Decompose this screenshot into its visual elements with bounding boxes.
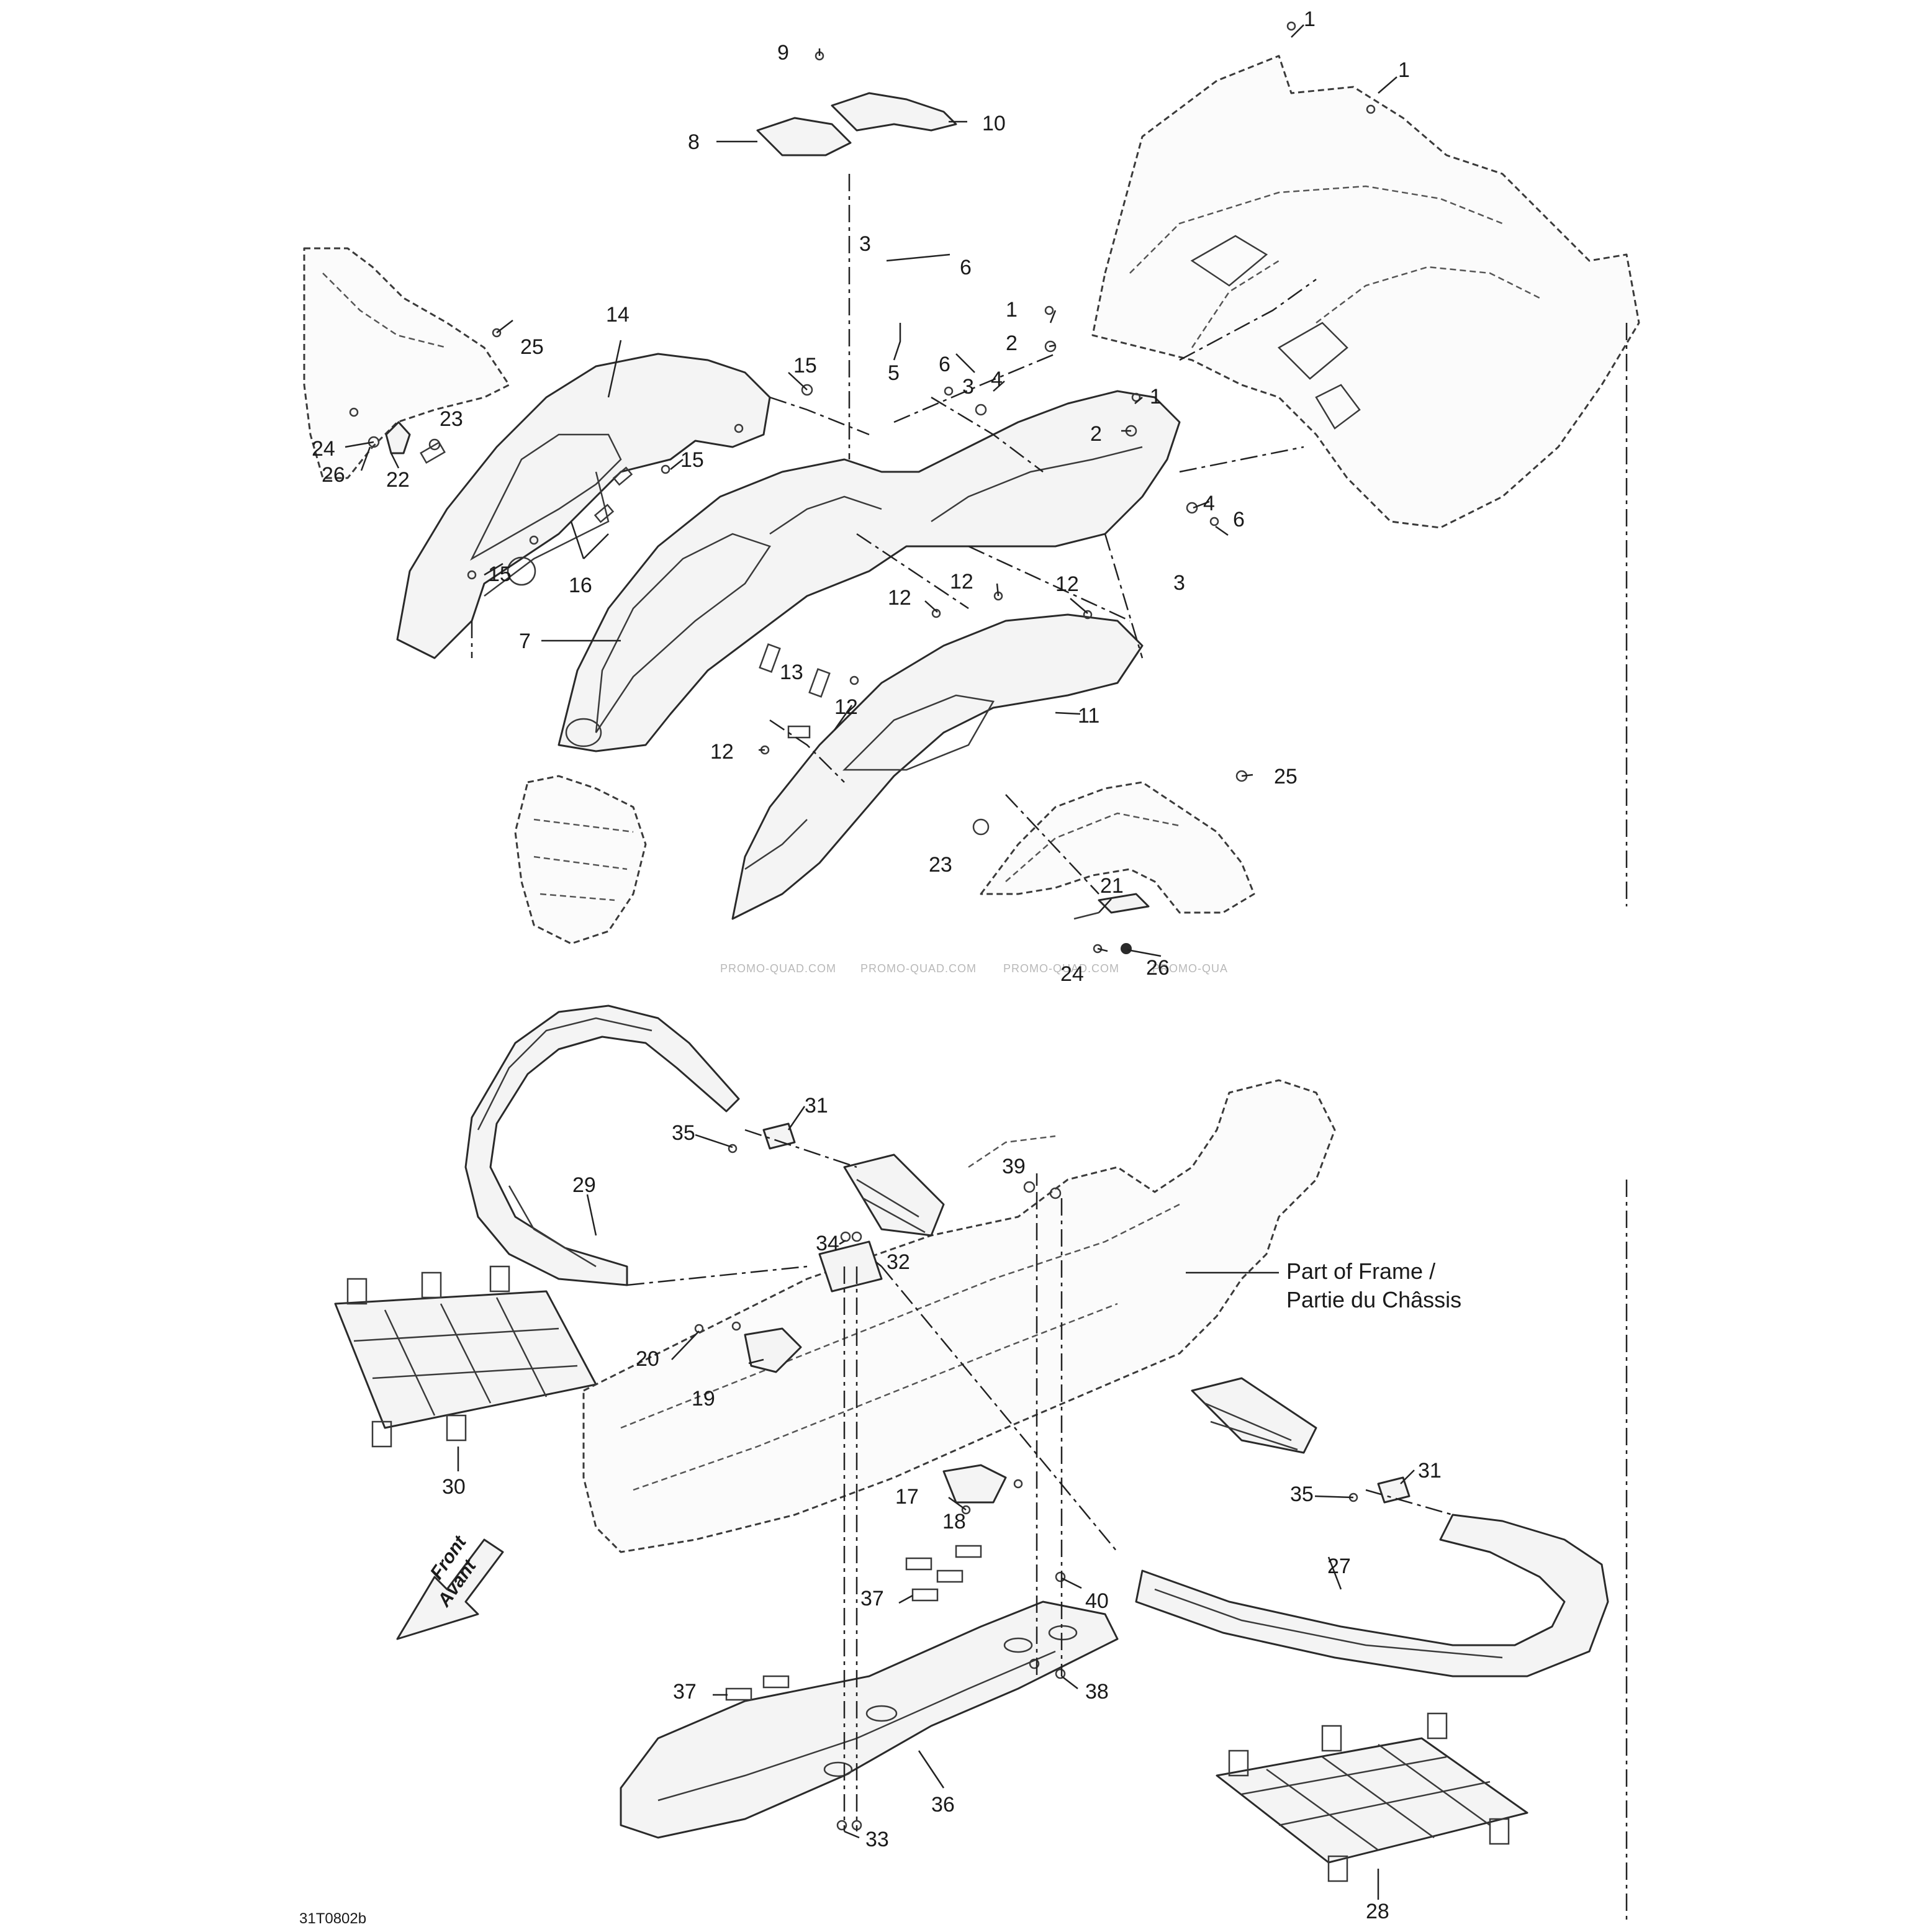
callout-label: 7 xyxy=(519,630,531,653)
callout-label: 20 xyxy=(636,1347,659,1371)
footrest-net-right xyxy=(1216,1712,1528,1882)
watermark: PROMO-QUAD.COM xyxy=(720,962,836,975)
callout-label: 1 xyxy=(1006,298,1018,322)
bracket-22 xyxy=(385,421,411,454)
callout-label: 29 xyxy=(572,1173,596,1197)
callout-label: 1 xyxy=(1304,7,1316,31)
right-front-fender xyxy=(980,781,1255,914)
callout-numbers: 1 1 1 1 2 2 3 3 3 4 4 5 6 6 6 7 8 9 10 1… xyxy=(312,7,1442,1923)
callout-label: 25 xyxy=(1274,765,1298,788)
callout-label: 3 xyxy=(962,375,974,399)
callout-label: 12 xyxy=(834,695,858,719)
callout-label: 26 xyxy=(322,463,345,487)
panel-8 xyxy=(756,117,852,156)
callout-label: 35 xyxy=(1290,1483,1314,1506)
callout-label: 28 xyxy=(1366,1900,1389,1923)
callout-label: 14 xyxy=(606,303,630,327)
drawing-code: 31T0802b xyxy=(299,1910,366,1927)
footrest-net-left xyxy=(334,1265,597,1448)
bracket-21 xyxy=(1073,893,1150,920)
callout-label: 15 xyxy=(680,448,704,472)
callout-label: 12 xyxy=(888,586,911,610)
callout-label: 11 xyxy=(1078,704,1099,728)
callout-label: 31 xyxy=(1418,1459,1442,1483)
callout-label: 37 xyxy=(860,1587,884,1610)
front-body-fender xyxy=(557,390,1181,752)
front-grille xyxy=(514,775,647,945)
footrest-right xyxy=(1191,1377,1317,1454)
footrest-guard-right xyxy=(1135,1514,1609,1677)
front-direction-arrow: Front Avant xyxy=(396,1532,504,1640)
callout-label: 2 xyxy=(1090,422,1102,446)
clamp-31-upper xyxy=(762,1122,796,1150)
frame-note-line2: Partie du Châssis xyxy=(1286,1287,1461,1312)
rear-fender xyxy=(1091,55,1640,529)
callout-label: 12 xyxy=(950,570,973,594)
clamp-31-lower xyxy=(1377,1476,1411,1504)
callout-label: 33 xyxy=(865,1828,889,1851)
callout-label: 27 xyxy=(1327,1555,1351,1578)
callout-leaders xyxy=(345,24,1415,1900)
callout-label: 3 xyxy=(859,232,871,256)
callout-label: 23 xyxy=(440,407,463,431)
watermark: PROMO-QUAD.COM xyxy=(1003,962,1119,975)
callout-label: 23 xyxy=(929,853,952,877)
footrest-left xyxy=(843,1153,945,1237)
callout-label: 18 xyxy=(942,1510,966,1533)
callout-label: 36 xyxy=(931,1793,955,1817)
callout-label: 13 xyxy=(780,661,803,684)
callout-label: 26 xyxy=(1146,956,1170,980)
callout-label: 34 xyxy=(816,1232,839,1255)
callout-label: 12 xyxy=(1055,572,1079,596)
callout-label: 25 xyxy=(520,335,544,359)
watermarks: PROMO-QUAD.COM PROMO-QUAD.COM PROMO-QUAD… xyxy=(720,962,1228,975)
callout-label: 4 xyxy=(991,368,1003,391)
frame-note: Part of Frame / Partie du Châssis xyxy=(1186,1258,1461,1312)
callout-label: 24 xyxy=(312,437,335,461)
callout-label: 10 xyxy=(982,112,1006,135)
callout-label: 12 xyxy=(710,740,734,764)
callout-label: 24 xyxy=(1060,962,1084,986)
callout-label: 15 xyxy=(488,562,512,586)
bracket-17 xyxy=(942,1464,1007,1504)
callout-label: 4 xyxy=(1203,492,1215,515)
callout-label: 15 xyxy=(793,354,817,377)
callout-label: 16 xyxy=(569,574,592,597)
assembly-lines-upper xyxy=(471,174,1628,906)
watermark: PROMO-QUA xyxy=(1152,962,1228,975)
callout-label: 9 xyxy=(777,41,789,65)
callout-label: 30 xyxy=(442,1475,466,1499)
callout-label: 6 xyxy=(939,353,950,376)
callout-label: 17 xyxy=(895,1485,919,1509)
panel-10 xyxy=(831,92,957,132)
callout-label: 1 xyxy=(1398,58,1410,82)
callout-label: 35 xyxy=(672,1121,695,1145)
left-rear-fender xyxy=(303,247,510,479)
callout-label: 5 xyxy=(888,361,900,385)
callout-label: 38 xyxy=(1085,1680,1109,1704)
callout-label: 19 xyxy=(692,1387,715,1411)
callout-label: 8 xyxy=(688,130,700,154)
bracket-32 xyxy=(818,1240,883,1293)
callout-label: 6 xyxy=(1233,508,1245,531)
side-panel-left xyxy=(396,353,771,659)
skid-plate xyxy=(620,1600,1119,1839)
frame-note-line1: Part of Frame / xyxy=(1286,1258,1435,1284)
callout-label: 31 xyxy=(805,1094,828,1117)
callout-label: 21 xyxy=(1100,874,1124,898)
callout-label: 6 xyxy=(960,256,972,279)
callout-label: 22 xyxy=(386,468,410,492)
assembly-lines-lower xyxy=(626,1129,1628,1925)
callout-label: 37 xyxy=(673,1680,697,1704)
callout-label: 2 xyxy=(1006,332,1018,355)
callout-label: 40 xyxy=(1085,1589,1109,1613)
callout-label: 3 xyxy=(1173,571,1185,595)
callout-label: 1 xyxy=(1150,385,1162,409)
watermark: PROMO-QUAD.COM xyxy=(860,962,977,975)
side-panel-right xyxy=(731,613,1144,920)
footrest-guard-left xyxy=(464,1004,740,1286)
callout-label: 39 xyxy=(1002,1155,1026,1178)
callout-label: 32 xyxy=(887,1250,910,1274)
